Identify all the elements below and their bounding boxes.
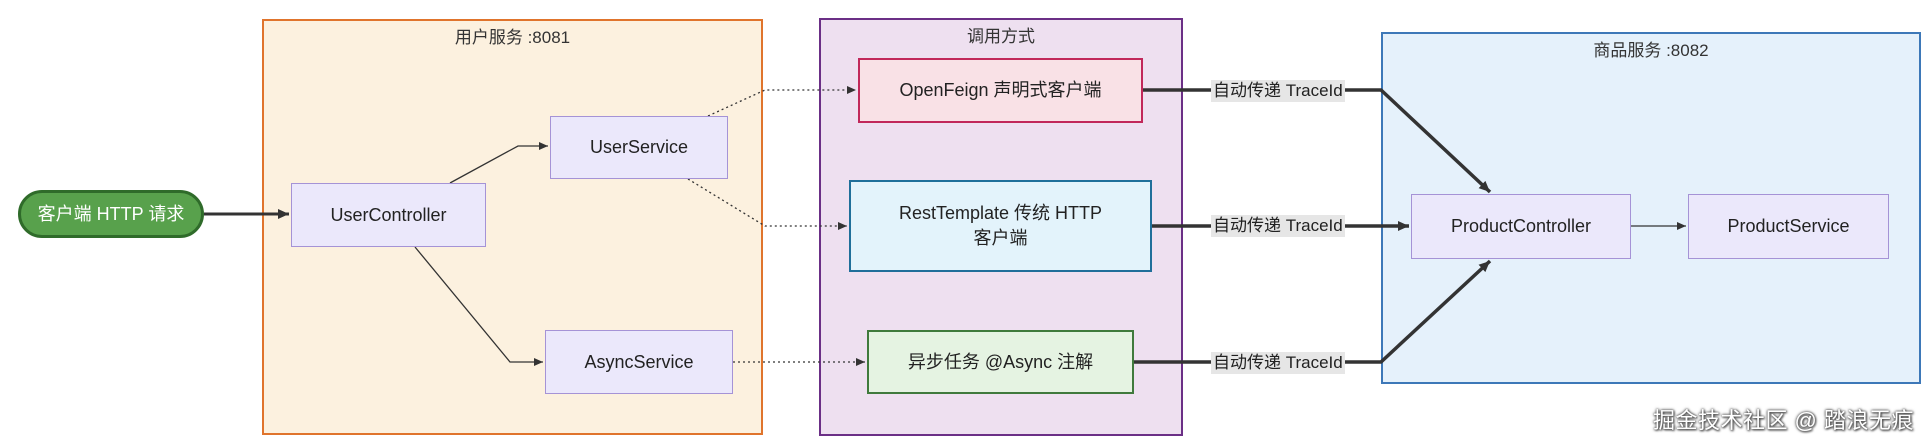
edge-userservice-to-openfeign — [707, 86, 856, 117]
openfeign-label: OpenFeign 声明式客户端 — [899, 80, 1102, 100]
edge-usercontroller-to-asyncservice — [414, 246, 543, 366]
watermark: 掘金技术社区 @ 踏浪无痕 — [1652, 408, 1914, 433]
resttemplate-label-line1: RestTemplate 传统 HTTP — [898, 203, 1103, 223]
edge-label-feign-traceid: 自动传递 TraceId — [1211, 80, 1345, 102]
product-service-group-title: 商品服务 :8082 — [1593, 41, 1709, 60]
user-controller-node: UserController — [291, 183, 486, 247]
async-task-node: 异步任务 @Async 注解 — [867, 330, 1134, 394]
product-service-node: ProductService — [1688, 194, 1889, 259]
edge-label-rest-traceid: 自动传递 TraceId — [1211, 215, 1345, 237]
client-http-request-node: 客户端 HTTP 请求 — [18, 190, 204, 238]
resttemplate-node: RestTemplate 传统 HTTP 客户端 — [849, 180, 1152, 272]
product-controller-node: ProductController — [1411, 194, 1631, 259]
edge-userservice-to-resttemplate — [687, 178, 847, 230]
call-methods-group-title: 调用方式 — [967, 27, 1035, 46]
openfeign-node: OpenFeign 声明式客户端 — [858, 58, 1143, 123]
edge-usercontroller-to-userservice — [449, 142, 548, 184]
edge-label-async-traceid: 自动传递 TraceId — [1211, 352, 1345, 374]
edge-openfeign-to-productcontroller — [1143, 88, 1492, 194]
async-service-label: AsyncService — [584, 351, 694, 372]
async-service-node: AsyncService — [545, 330, 733, 394]
product-controller-label: ProductController — [1450, 216, 1592, 236]
user-controller-label: UserController — [330, 204, 447, 225]
product-service-label: ProductService — [1727, 216, 1850, 236]
user-service-node: UserService — [550, 116, 728, 179]
resttemplate-label-line2: 客户端 — [973, 228, 1028, 248]
client-http-request-label: 客户端 HTTP 请求 — [37, 203, 185, 224]
async-task-label: 异步任务 @Async 注解 — [907, 351, 1094, 372]
user-service-group-title: 用户服务 :8081 — [454, 28, 571, 47]
user-service-label: UserService — [589, 137, 689, 157]
edge-asynctask-to-productcontroller — [1134, 259, 1492, 364]
